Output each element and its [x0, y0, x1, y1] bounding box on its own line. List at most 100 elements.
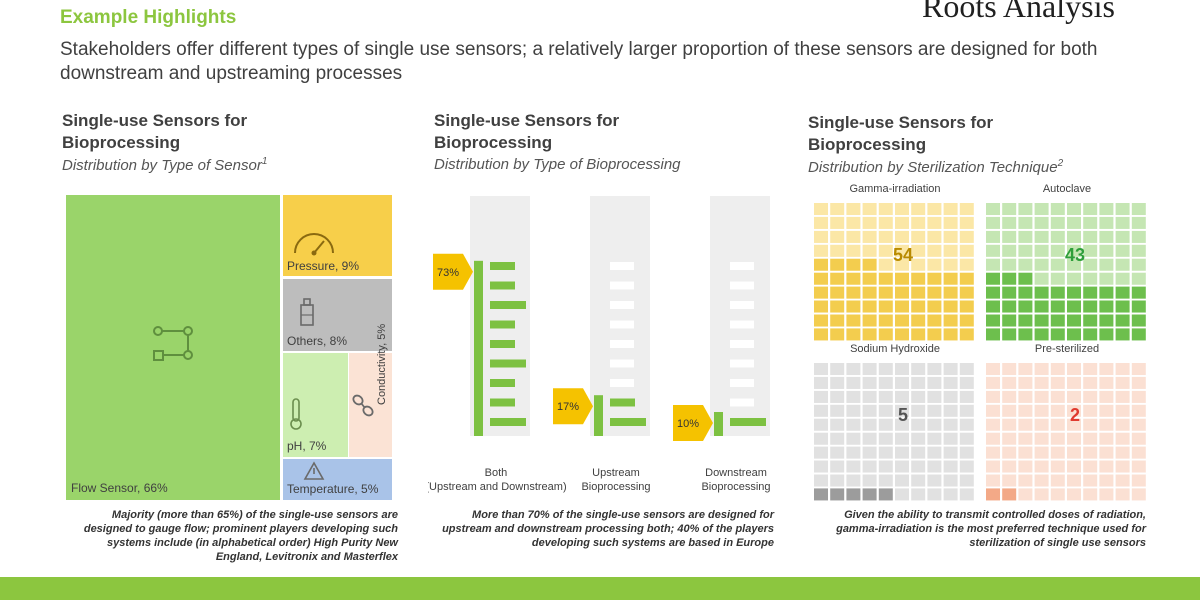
waffle-cell-1-44: [1050, 272, 1065, 285]
waffle-cell-1-69: [1131, 244, 1146, 257]
waffle-cell-2-12: [846, 474, 861, 487]
bar-stripe-0-0: [490, 262, 515, 270]
waffle-cell-2-94: [878, 363, 893, 376]
waffle-cell-2-53: [862, 418, 877, 431]
waffle-cell-0-15: [895, 314, 909, 327]
waffle-cell-1-93: [1034, 203, 1049, 216]
bar-stripe-0-2: [490, 301, 526, 309]
waffle-cell-0-55: [895, 258, 909, 271]
waffle-cell-1-16: [1083, 314, 1098, 327]
waffle-cell-0-29: [959, 300, 974, 313]
bar-stripe-0-4: [490, 340, 515, 348]
waffle-cell-0-63: [862, 244, 877, 257]
waffle-cell-3-62: [1018, 404, 1033, 417]
waffle-cell-3-19: [1131, 474, 1146, 487]
waffle-cell-0-35: [895, 286, 909, 299]
waffle-cell-0-16: [911, 314, 926, 327]
waffle-cell-1-30: [986, 286, 1000, 299]
waffle-cell-3-10: [986, 474, 1000, 487]
waffle-cell-3-8: [1115, 488, 1130, 501]
waffle-cell-0-17: [927, 314, 942, 327]
waffle-cell-1-31: [1002, 286, 1017, 299]
thermometer-icon: [290, 398, 302, 430]
waffle-cell-0-85: [895, 216, 909, 229]
waffle-cell-1-6: [1083, 328, 1098, 341]
waffle-cell-3-81: [1002, 376, 1017, 389]
waffle-cell-3-60: [986, 404, 1000, 417]
waffle-cell-0-76: [911, 230, 926, 243]
waffle-cell-3-6: [1083, 488, 1098, 501]
panel3-footnote-mark: 2: [1057, 158, 1064, 169]
waffle-cell-3-76: [1083, 390, 1098, 403]
waffle-cell-3-23: [1034, 460, 1049, 473]
waffle-cell-3-96: [1083, 363, 1098, 376]
waffle-cell-2-11: [830, 474, 845, 487]
bar-stripe-0-5: [490, 359, 526, 368]
waffle-cell-1-56: [1083, 258, 1098, 271]
waffle-cell-1-38: [1115, 286, 1130, 299]
waffle-cell-3-32: [1018, 446, 1033, 459]
bar-stripe-0-3: [490, 320, 515, 329]
waffle-cell-1-83: [1034, 216, 1049, 229]
waffle-cell-1-81: [1002, 216, 1017, 229]
waffle-cell-2-8: [943, 488, 958, 501]
waffle-cell-1-26: [1083, 300, 1098, 313]
waffle-cell-3-88: [1115, 376, 1130, 389]
waffle-cell-2-16: [911, 474, 926, 487]
waffle-cell-0-13: [862, 314, 877, 327]
waffle-cell-0-56: [911, 258, 926, 271]
brand-logo: Roots Analysis: [922, 0, 1115, 24]
waffle-cell-1-73: [1034, 230, 1049, 243]
waffle-cell-1-71: [1002, 230, 1017, 243]
waffle-cell-1-91: [1002, 203, 1017, 216]
waffle-cell-3-92: [1018, 363, 1033, 376]
waffle-cell-3-0: [986, 488, 1000, 501]
waffle-cell-0-5: [895, 328, 909, 341]
waffle-label-2: Sodium Hydroxide: [850, 343, 940, 355]
waffle-cell-1-18: [1115, 314, 1130, 327]
bar-1: [594, 395, 603, 436]
waffle-cell-2-58: [943, 418, 958, 431]
waffle-cell-0-48: [943, 272, 958, 285]
waffle-cell-3-18: [1115, 474, 1130, 487]
waffle-cell-0-28: [943, 300, 958, 313]
waffle-cell-1-3: [1034, 328, 1049, 341]
waffle-cell-2-68: [943, 404, 958, 417]
waffle-cell-3-72: [1018, 390, 1033, 403]
waffle-cell-0-68: [943, 244, 958, 257]
waffle-cell-3-24: [1050, 460, 1065, 473]
waffle-cell-2-64: [878, 404, 893, 417]
waffle-cell-1-21: [1002, 300, 1017, 313]
waffle-cell-2-74: [878, 390, 893, 403]
waffle-cell-3-58: [1115, 418, 1130, 431]
bar-stripe-1-0: [610, 262, 634, 270]
waffle-cell-0-47: [927, 272, 942, 285]
waffle-cell-0-72: [846, 230, 861, 243]
waffle-cell-2-67: [927, 404, 942, 417]
waffle-cell-1-86: [1083, 216, 1098, 229]
waffle-label-1: Autoclave: [1042, 183, 1092, 195]
waffle-cell-3-80: [986, 376, 1000, 389]
waffle-cell-2-65: [895, 404, 909, 417]
panel3-title: Single-use Sensors for Bioprocessing: [808, 113, 994, 154]
waffle-cell-0-9: [959, 328, 974, 341]
waffle-cell-0-97: [927, 203, 942, 216]
waffle-cell-2-14: [878, 474, 893, 487]
footer-bar: [0, 577, 1200, 600]
waffle-cell-3-5: [1067, 488, 1081, 501]
page-subtitle: Stakeholders offer different types of si…: [60, 39, 1098, 84]
waffle-cell-3-99: [1131, 363, 1146, 376]
waffle-cell-0-21: [830, 300, 845, 313]
waffle-cell-2-77: [927, 390, 942, 403]
waffle-cell-1-39: [1131, 286, 1146, 299]
waffle-cell-0-62: [846, 244, 861, 257]
bar-stripe-2-4: [730, 340, 754, 348]
bar-stripe-1-1: [610, 281, 634, 290]
waffle-cell-2-39: [959, 446, 974, 459]
waffle-cell-0-23: [862, 300, 877, 313]
bar-stripe-2-1: [730, 281, 754, 290]
waffle-cell-0-46: [911, 272, 926, 285]
waffle-cell-0-79: [959, 230, 974, 243]
label-flow-sensor: Flow Sensor, 66%: [71, 481, 168, 495]
waffle-cell-3-15: [1067, 474, 1081, 487]
